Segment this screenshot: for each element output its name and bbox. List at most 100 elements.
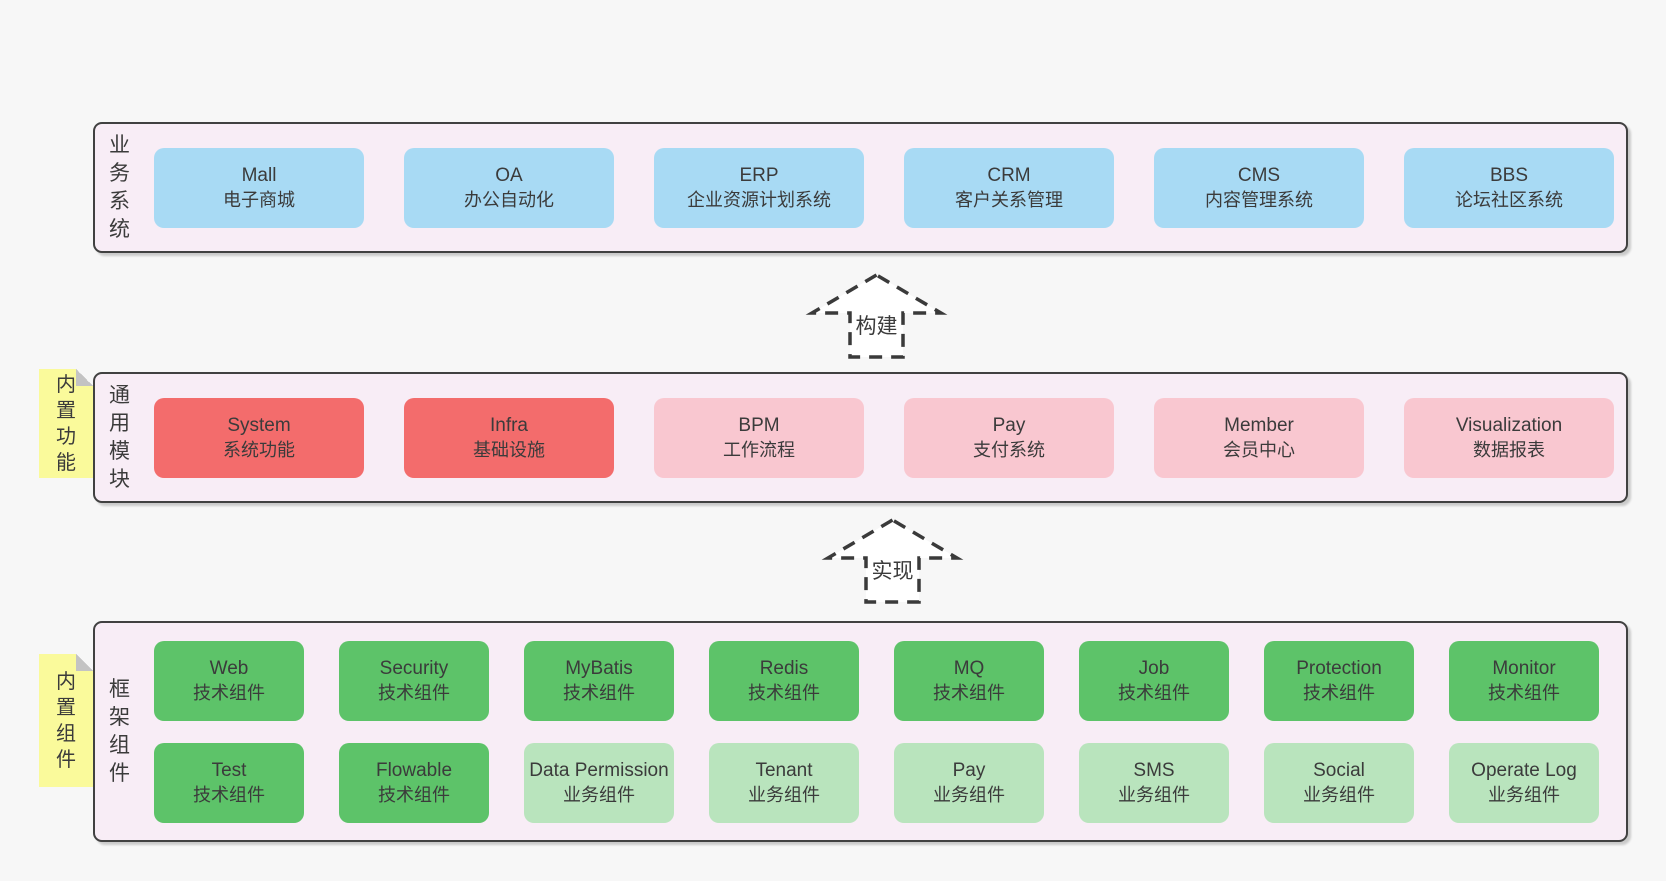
box-title: MyBatis bbox=[565, 657, 633, 679]
implement-arrow-icon: 实现 bbox=[821, 517, 964, 604]
box-bbs: BBS 论坛社区系统 bbox=[1404, 147, 1614, 228]
box-data-permission: Data Permission 业务组件 bbox=[524, 742, 674, 823]
box-subtitle: 论坛社区系统 bbox=[1455, 189, 1563, 210]
box-title: SMS bbox=[1133, 759, 1175, 781]
box-crm: CRM 客户关系管理 bbox=[904, 147, 1114, 228]
box-subtitle: 技术组件 bbox=[1488, 682, 1560, 703]
box-web: Web 技术组件 bbox=[154, 640, 304, 721]
box-subtitle: 业务组件 bbox=[1118, 784, 1190, 805]
box-pay-component: Pay 业务组件 bbox=[894, 742, 1044, 823]
box-subtitle: 业务组件 bbox=[748, 784, 820, 805]
box-subtitle: 系统功能 bbox=[223, 439, 295, 460]
box-system: System 系统功能 bbox=[154, 397, 364, 478]
modules-box-row: System 系统功能 Infra 基础设施 BPM 工作流程 Pay 支付系统… bbox=[154, 397, 1614, 478]
box-operate-log: Operate Log 业务组件 bbox=[1449, 742, 1599, 823]
box-title: BBS bbox=[1489, 164, 1529, 186]
box-subtitle: 会员中心 bbox=[1223, 439, 1295, 460]
box-erp: ERP 企业资源计划系统 bbox=[654, 147, 864, 228]
sticky-note-built-in-functions: 内置功能 bbox=[39, 369, 93, 478]
box-tenant: Tenant 业务组件 bbox=[709, 742, 859, 823]
box-subtitle: 内容管理系统 bbox=[1205, 189, 1313, 210]
box-subtitle: 业务组件 bbox=[1303, 784, 1375, 805]
box-cms: CMS 内容管理系统 bbox=[1154, 147, 1364, 228]
panel-modules-side-label: 通用模块 bbox=[109, 383, 130, 491]
box-subtitle: 客户关系管理 bbox=[955, 189, 1063, 210]
box-sms: SMS 业务组件 bbox=[1079, 742, 1229, 823]
box-title: OA bbox=[495, 164, 523, 186]
box-subtitle: 技术组件 bbox=[193, 682, 265, 703]
box-title: CMS bbox=[1237, 164, 1281, 186]
box-mq: MQ 技术组件 bbox=[894, 640, 1044, 721]
implement-arrow-label: 实现 bbox=[872, 560, 914, 583]
folded-corner-icon bbox=[76, 654, 93, 671]
box-subtitle: 电子商城 bbox=[223, 189, 295, 210]
box-subtitle: 业务组件 bbox=[933, 784, 1005, 805]
box-title: Data Permission bbox=[529, 759, 669, 781]
box-subtitle: 支付系统 bbox=[973, 439, 1045, 460]
box-subtitle: 技术组件 bbox=[748, 682, 820, 703]
build-arrow-icon: 构建 bbox=[805, 272, 948, 359]
box-oa: OA 办公自动化 bbox=[404, 147, 614, 228]
box-title: Mall bbox=[241, 164, 277, 186]
box-subtitle: 技术组件 bbox=[1118, 682, 1190, 703]
components-box-rows: Web 技术组件 Security 技术组件 MyBatis 技术组件 Redi… bbox=[154, 640, 1599, 823]
box-subtitle: 技术组件 bbox=[378, 682, 450, 703]
panel-business-systems: 业务系统 Mall 电子商城 OA 办公自动化 ERP 企业资源计划系统 CRM… bbox=[93, 122, 1628, 253]
box-title: Test bbox=[211, 759, 247, 781]
business-box-row: Mall 电子商城 OA 办公自动化 ERP 企业资源计划系统 CRM 客户关系… bbox=[154, 147, 1614, 228]
panel-framework-components: 框架组件 Web 技术组件 Security 技术组件 MyBatis 技术组件… bbox=[93, 621, 1628, 842]
box-title: BPM bbox=[738, 414, 780, 436]
box-subtitle: 工作流程 bbox=[723, 439, 795, 460]
box-subtitle: 业务组件 bbox=[1488, 784, 1560, 805]
box-title: Pay bbox=[992, 414, 1026, 436]
box-infra: Infra 基础设施 bbox=[404, 397, 614, 478]
box-subtitle: 业务组件 bbox=[563, 784, 635, 805]
components-box-row-2: Test 技术组件 Flowable 技术组件 Data Permission … bbox=[154, 742, 1599, 823]
box-social: Social 业务组件 bbox=[1264, 742, 1414, 823]
up-arrow-shape bbox=[821, 517, 964, 604]
box-subtitle: 基础设施 bbox=[473, 439, 545, 460]
box-title: CRM bbox=[987, 164, 1031, 186]
box-subtitle: 技术组件 bbox=[193, 784, 265, 805]
box-title: Social bbox=[1313, 759, 1365, 781]
box-redis: Redis 技术组件 bbox=[709, 640, 859, 721]
box-title: Infra bbox=[489, 414, 529, 436]
box-title: Monitor bbox=[1492, 657, 1556, 679]
box-title: Visualization bbox=[1455, 414, 1563, 436]
box-subtitle: 技术组件 bbox=[1303, 682, 1375, 703]
box-subtitle: 办公自动化 bbox=[464, 189, 554, 210]
box-subtitle: 数据报表 bbox=[1473, 439, 1545, 460]
box-title: Protection bbox=[1296, 657, 1382, 679]
sticky-note-built-in-components: 内置组件 bbox=[39, 654, 93, 787]
folded-corner-icon bbox=[76, 369, 93, 386]
box-subtitle: 技术组件 bbox=[933, 682, 1005, 703]
box-mall: Mall 电子商城 bbox=[154, 147, 364, 228]
box-title: Flowable bbox=[375, 759, 453, 781]
box-title: Tenant bbox=[755, 759, 813, 781]
box-protection: Protection 技术组件 bbox=[1264, 640, 1414, 721]
box-title: Redis bbox=[759, 657, 809, 679]
box-pay: Pay 支付系统 bbox=[904, 397, 1114, 478]
box-title: MQ bbox=[953, 657, 985, 679]
box-mybatis: MyBatis 技术组件 bbox=[524, 640, 674, 721]
build-arrow-label: 构建 bbox=[856, 315, 898, 338]
components-box-row-1: Web 技术组件 Security 技术组件 MyBatis 技术组件 Redi… bbox=[154, 640, 1599, 721]
box-subtitle: 技术组件 bbox=[563, 682, 635, 703]
box-subtitle: 企业资源计划系统 bbox=[687, 189, 831, 210]
box-title: Member bbox=[1224, 414, 1294, 436]
box-title: Web bbox=[209, 657, 249, 679]
box-title: Pay bbox=[952, 759, 986, 781]
box-job: Job 技术组件 bbox=[1079, 640, 1229, 721]
box-title: Operate Log bbox=[1471, 759, 1577, 781]
box-monitor: Monitor 技术组件 bbox=[1449, 640, 1599, 721]
panel-components-side-label: 框架组件 bbox=[109, 677, 130, 785]
up-arrow-shape bbox=[805, 272, 948, 359]
box-bpm: BPM 工作流程 bbox=[654, 397, 864, 478]
panel-business-side-label: 业务系统 bbox=[109, 133, 130, 241]
sticky-label: 内置组件 bbox=[56, 670, 76, 771]
panel-common-modules: 通用模块 System 系统功能 Infra 基础设施 BPM 工作流程 Pay… bbox=[93, 372, 1628, 503]
box-visualization: Visualization 数据报表 bbox=[1404, 397, 1614, 478]
box-title: ERP bbox=[739, 164, 779, 186]
box-title: System bbox=[227, 414, 291, 436]
